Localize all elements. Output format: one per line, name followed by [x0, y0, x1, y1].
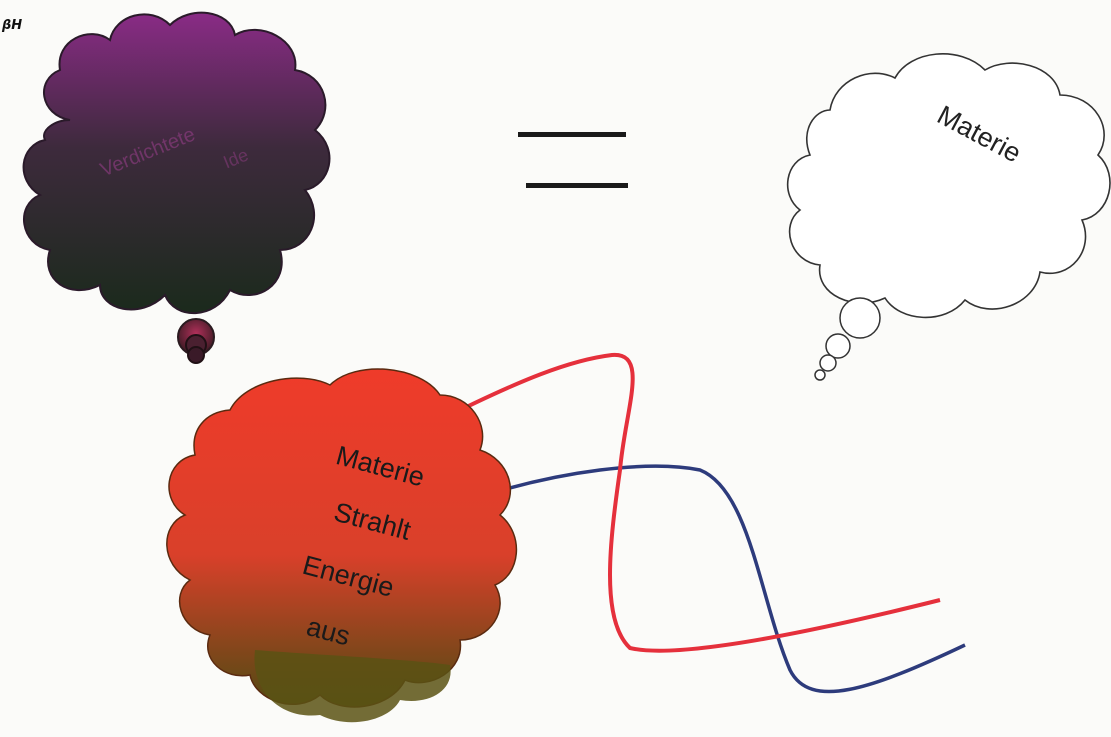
thought-bubble-4 — [814, 369, 826, 381]
dark-cloud: Verdichtete Ide — [22, 11, 331, 364]
red-wave — [439, 352, 941, 653]
waves — [439, 352, 966, 694]
thought-cloud: Materie — [786, 53, 1111, 381]
thought-bubble-1 — [839, 297, 881, 339]
red-cloud: Materie Strahlt Energie aus — [166, 368, 517, 723]
equals-sign — [518, 132, 628, 188]
thought-bubble-2 — [825, 333, 851, 359]
corner-label: βH — [2, 18, 23, 33]
equals-bar-top — [518, 132, 626, 137]
blue-wave — [469, 464, 966, 694]
equals-bar-bottom — [526, 183, 628, 188]
thought-bubble-3 — [819, 354, 837, 372]
